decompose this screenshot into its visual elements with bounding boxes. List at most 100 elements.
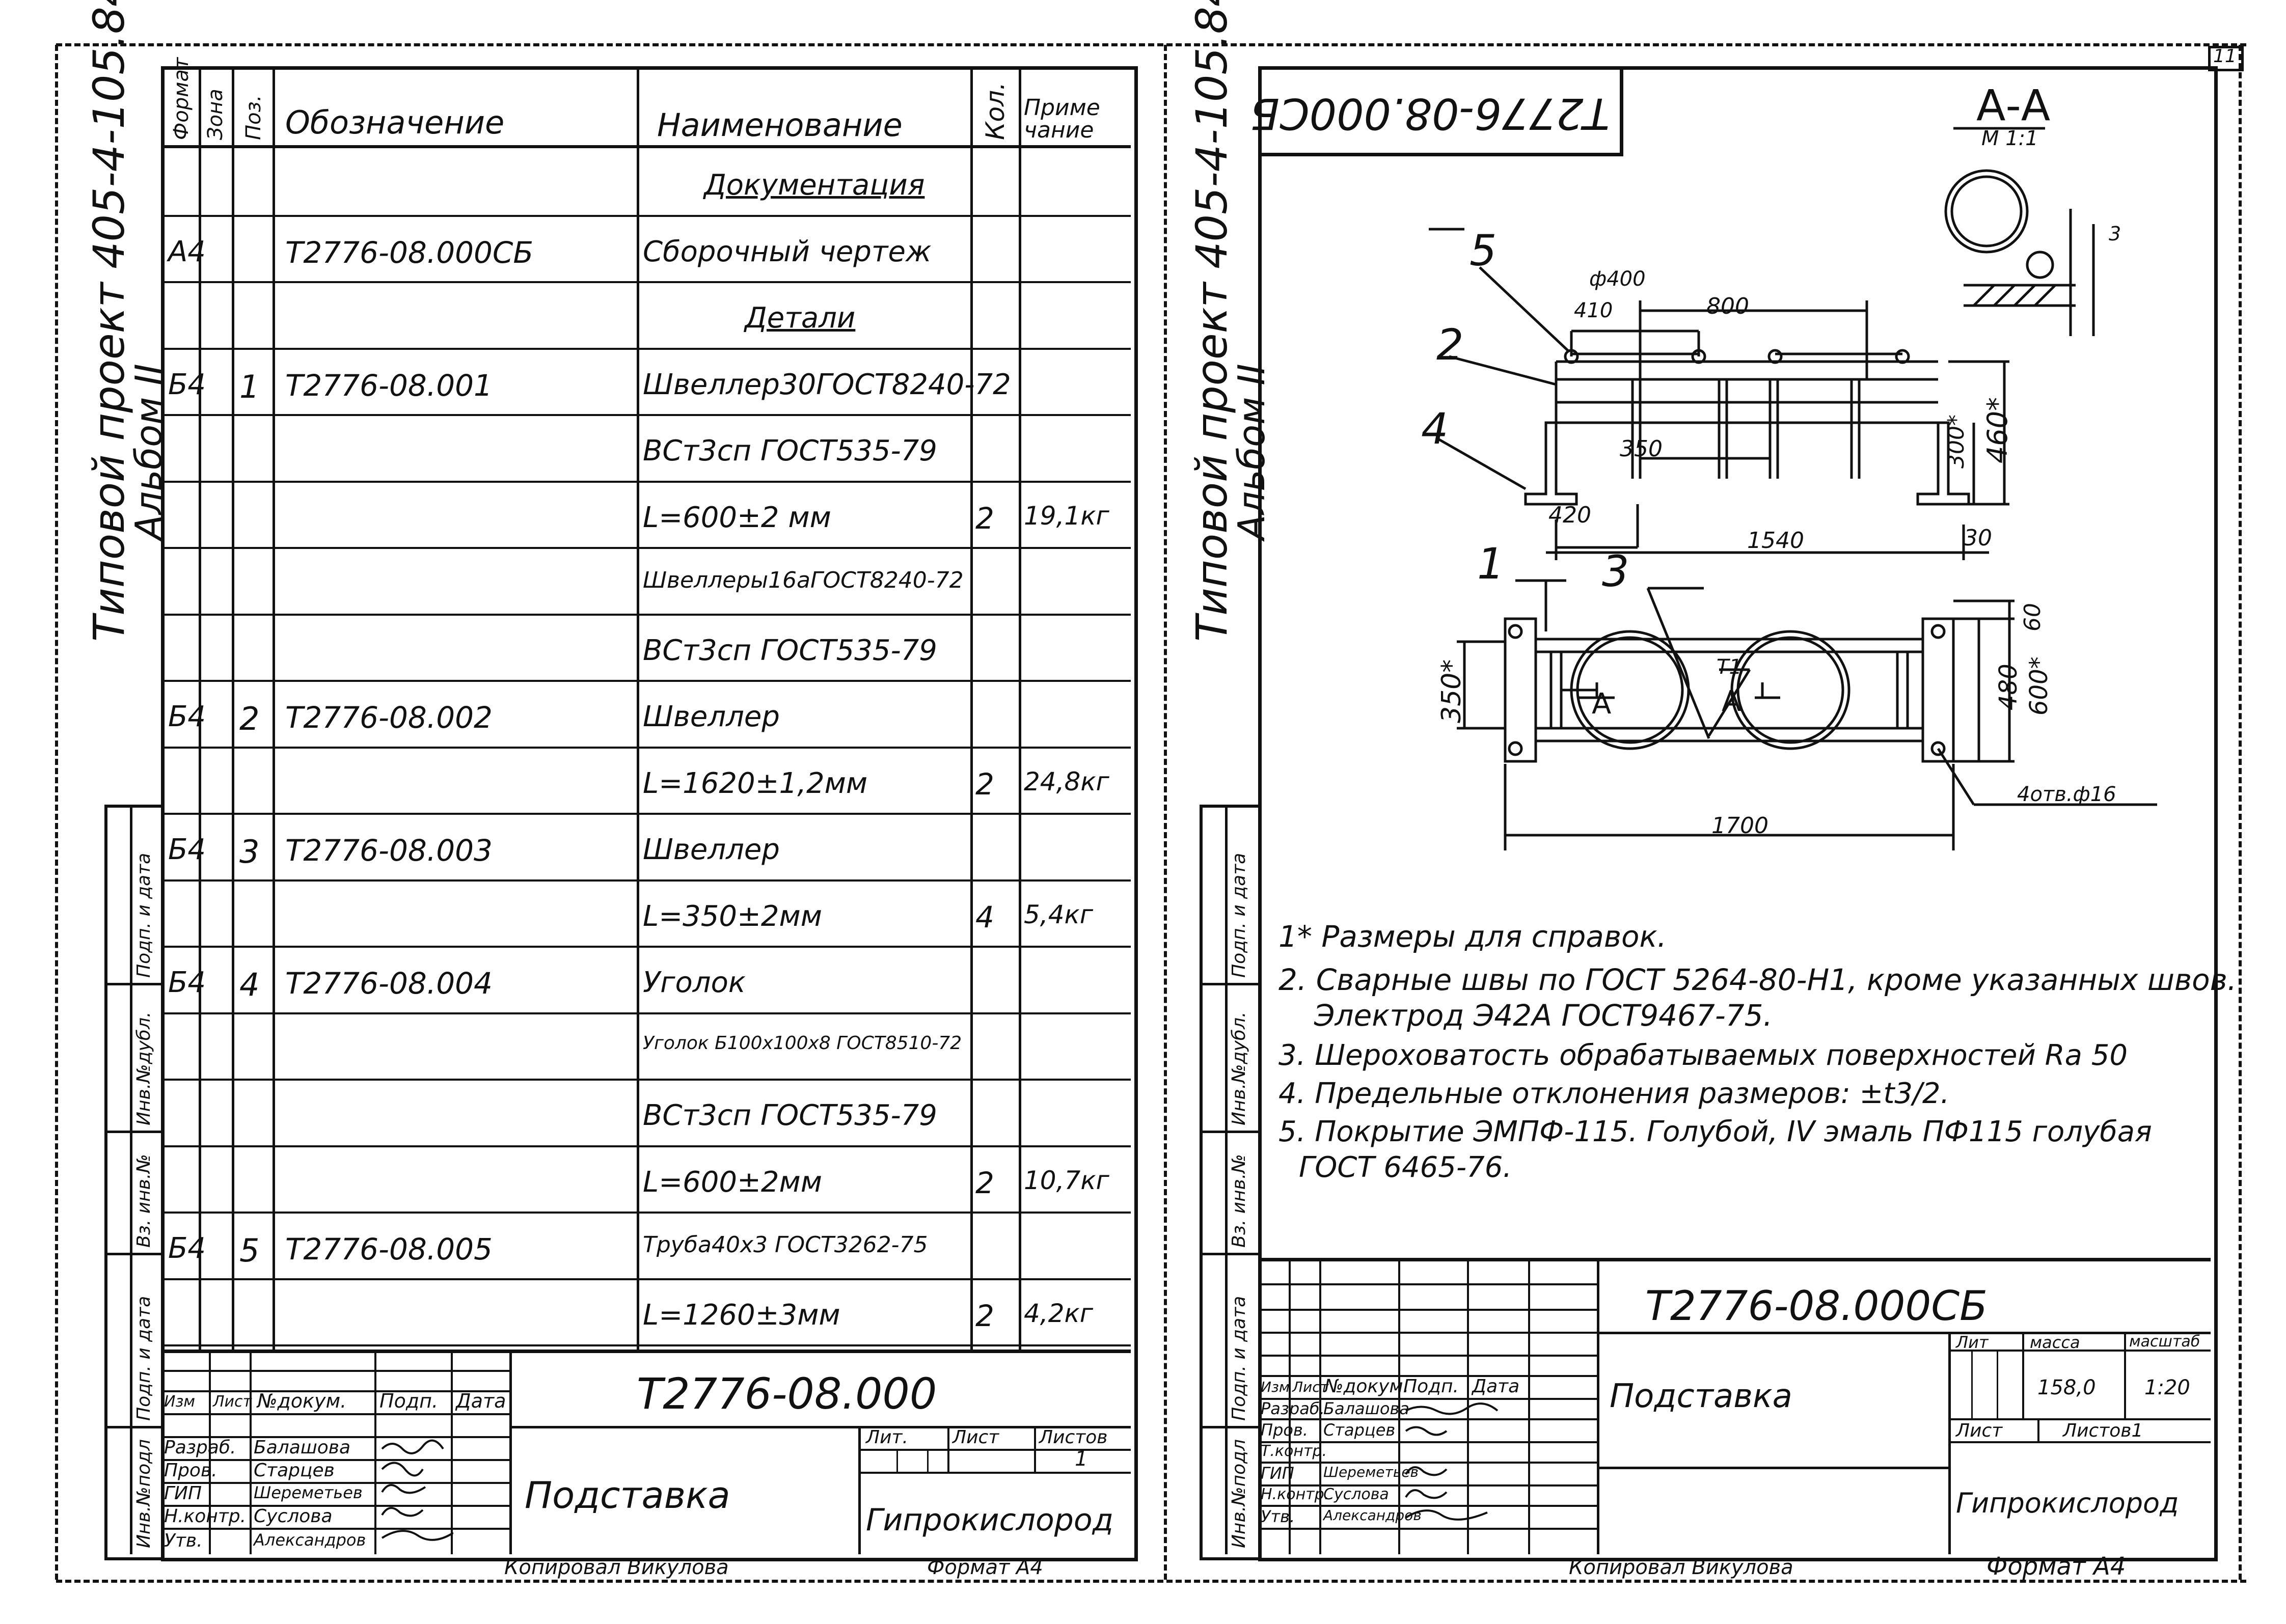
l-role-3: Н.контр.	[164, 1506, 247, 1527]
l-name-3: Суслова	[254, 1506, 333, 1527]
l-stamp-sheets: Листов	[1039, 1427, 1108, 1448]
r-stamp-org: Гипрокислород	[1956, 1487, 2179, 1519]
dim-600: 600*	[2025, 656, 2053, 715]
dim-420: 420	[1548, 502, 1591, 528]
r-format: Формат А4	[1986, 1552, 2126, 1581]
callout-4: 4	[1421, 404, 1449, 454]
r-name-1: Старцев	[1323, 1420, 1396, 1440]
r-stamp-sheet: Лист	[1956, 1420, 2003, 1441]
note-4: 4. Предельные отклонения размеров: ±t3/2…	[1278, 1077, 1950, 1110]
table-cell-note: 4,2кг	[1024, 1298, 1093, 1328]
dim-480: 480	[1994, 664, 2023, 710]
table-row-line	[161, 1079, 1131, 1081]
left-side-project: Типовой проект 405-4-105.84	[84, 0, 134, 642]
l-role-1: Пров.	[164, 1460, 217, 1481]
hdr-zone: Зона	[204, 89, 227, 140]
dim-460: 460*	[1981, 397, 2013, 463]
table-row-line	[161, 1344, 1131, 1346]
table-row-line	[161, 347, 1131, 350]
table-cell-designation: Т2776-08.002	[285, 700, 493, 735]
dim-410: 410	[1574, 299, 1613, 322]
table-row-line	[161, 214, 1131, 217]
table-cell-note: 19,1кг	[1024, 501, 1109, 531]
page-number: 11	[2213, 46, 2237, 67]
table-row-line	[161, 281, 1131, 283]
table-row-line	[161, 1012, 1131, 1014]
table-cell-pos: 4	[239, 966, 260, 1003]
table-row-line	[161, 480, 1131, 483]
r-stamp-h0: Изм	[1261, 1379, 1290, 1395]
r-stamp-scale-val: 1:20	[2144, 1376, 2190, 1399]
table-cell-format: Б4	[168, 1232, 206, 1265]
right-side-label-1: Подп. и дата	[1229, 1296, 1249, 1421]
table-row-line	[161, 1145, 1131, 1147]
l-stamp-sheet: Лист	[953, 1427, 999, 1448]
table-cell-pos: 1	[239, 368, 260, 405]
table-cell-designation: Т2776-08.000СБ	[285, 235, 534, 270]
dim-30: 30	[1964, 525, 1992, 551]
left-side-label-1: Подп. и дата	[133, 1296, 154, 1421]
dim-300: 300*	[1943, 415, 1969, 469]
r-role-3: ГИП	[1261, 1464, 1294, 1483]
l-stamp-org: Гипрокислород	[866, 1502, 1114, 1538]
right-side-project: Типовой проект 405-4-105.84	[1187, 0, 1237, 642]
table-cell-name: L=600±2мм	[643, 1165, 823, 1199]
l-stamp-code: Т2776-08.000	[637, 1369, 937, 1419]
l-stamp-h4: Дата	[456, 1390, 506, 1412]
l-stamp-h3: Подп.	[379, 1390, 439, 1412]
table-row-line	[161, 746, 1131, 749]
dim-3: 3	[2109, 223, 2121, 245]
dim-holes: 4отв.ф16	[2017, 783, 2116, 806]
r-stamp-lit: Лит	[1956, 1333, 1989, 1352]
note-1: 1* Размеры для справок.	[1278, 919, 1667, 954]
r-name-5: Александров	[1323, 1507, 1422, 1524]
left-side-label-2: Вз. инв.№	[133, 1154, 154, 1248]
right-frame	[1258, 66, 2218, 1561]
l-name-2: Шереметьев	[254, 1483, 363, 1502]
r-stamp-code: Т2776-08.000СБ	[1645, 1282, 1988, 1330]
l-stamp-sheets-val: 1	[1075, 1447, 1088, 1471]
table-cell-name: L=350±2мм	[643, 899, 823, 933]
l-name-0: Балашова	[254, 1437, 351, 1458]
table-cell-name: Уголок Б100х100х8 ГОСТ8510-72	[643, 1032, 962, 1054]
mark-a-left: А	[1592, 687, 1612, 721]
r-role-5: Утв.	[1261, 1507, 1295, 1526]
table-cell-qty: 2	[975, 1165, 994, 1200]
table-cell-name: Документация	[704, 169, 925, 202]
table-cell-name: Уголок	[643, 966, 746, 999]
table-row-line	[161, 879, 1131, 882]
r-role-2: Т.контр.	[1261, 1442, 1327, 1460]
left-side-label-0: Инв.№подл	[133, 1439, 154, 1548]
table-cell-qty: 2	[975, 501, 994, 536]
table-cell-name: Швеллер	[643, 833, 780, 866]
l-format: Формат А4	[927, 1556, 1043, 1579]
r-stamp-mass: масса	[2030, 1333, 2080, 1352]
table-row-line	[161, 680, 1131, 682]
left-side-label-3: Инв.№дубл.	[133, 1011, 154, 1125]
r-stamp-mass-val: 158,0	[2037, 1376, 2096, 1399]
r-name-3: Шереметьев	[1323, 1464, 1419, 1480]
table-cell-name: Швеллеры16аГОСТ8240-72	[643, 567, 964, 593]
table-cell-name: Швеллер	[643, 700, 780, 733]
table-cell-format: Б4	[168, 700, 206, 733]
table-cell-format: А4	[168, 235, 206, 268]
l-stamp-h2: №докум.	[257, 1390, 347, 1412]
table-cell-pos: 3	[239, 833, 260, 870]
dim-1540: 1540	[1747, 528, 1804, 554]
dim-1700: 1700	[1711, 813, 1768, 839]
table-cell-name: Детали	[745, 301, 856, 335]
r-stamp-h4: Дата	[1472, 1376, 1520, 1397]
table-row-line	[161, 813, 1131, 815]
assembly-drawing	[1429, 127, 2157, 850]
table-cell-pos: 2	[239, 700, 260, 737]
right-side-label-3: Инв.№дубл.	[1229, 1011, 1249, 1125]
r-copied: Копировал Викулова	[1569, 1556, 1793, 1579]
section-scale: М 1:1	[1981, 127, 2038, 150]
table-cell-name: L=1620±1,2мм	[643, 766, 868, 800]
r-stamp-title: Подставка	[1610, 1378, 1792, 1415]
dim-d400: ф400	[1589, 267, 1646, 291]
r-name-0: Балашова	[1323, 1399, 1409, 1418]
table-cell-qty: 2	[975, 766, 994, 802]
r-stamp-sheets: Листов1	[2063, 1420, 2143, 1441]
table-row-line	[161, 1212, 1131, 1214]
